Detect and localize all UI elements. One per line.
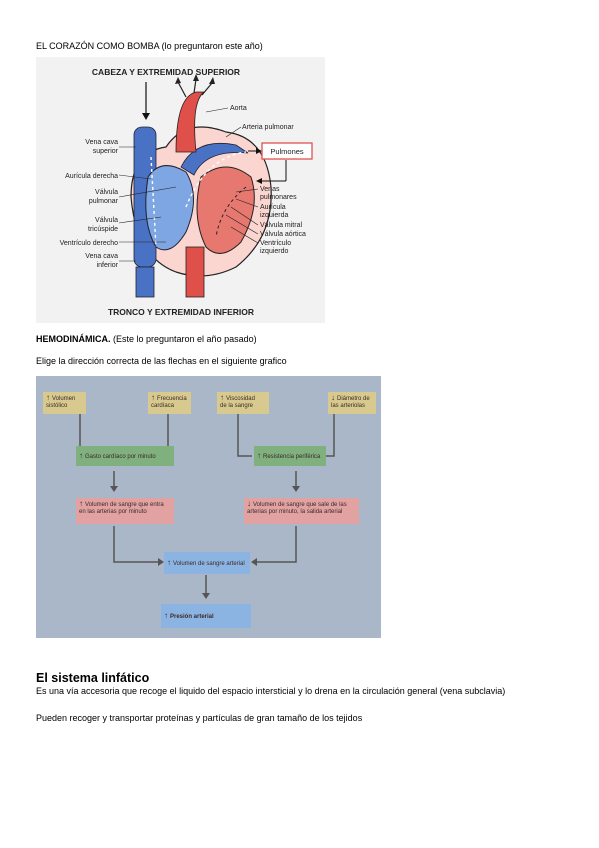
svg-text:Venas: Venas: [260, 186, 280, 193]
svg-text:izquierdo: izquierdo: [260, 248, 289, 255]
label-top: CABEZA Y EXTREMIDAD SUPERIOR: [92, 67, 240, 77]
svg-text:superior: superior: [93, 148, 119, 155]
svg-text:Aurícula: Aurícula: [260, 204, 286, 211]
paragraph-2: Pueden recoger y transportar proteínas y…: [36, 713, 363, 723]
box-resistencia-periferica: Resistencia periférica: [254, 446, 326, 466]
svg-text:inferior: inferior: [97, 262, 119, 269]
instruction-text: Elige la dirección correcta de las flech…: [36, 356, 287, 366]
heart-diagram: CABEZA Y EXTREMIDAD SUPERIOR TRONCO Y EX…: [36, 57, 325, 323]
svg-text:Vena cava: Vena cava: [85, 253, 118, 260]
heading-heart-pump: EL CORAZÓN COMO BOMBA (lo preguntaron es…: [36, 41, 263, 51]
label-pulmones: Pulmones: [270, 147, 304, 156]
svg-text:Ventrículo: Ventrículo: [260, 240, 291, 247]
svg-text:Arteria pulmonar: Arteria pulmonar: [242, 124, 294, 131]
svg-text:Válvula aórtica: Válvula aórtica: [260, 231, 306, 238]
section-title: El sistema linfático: [36, 671, 150, 685]
svg-text:Aurícula derecha: Aurícula derecha: [65, 173, 118, 180]
svg-text:pulmonar: pulmonar: [89, 198, 119, 205]
box-presion-arterial: Presión arterial: [161, 604, 251, 628]
svg-text:izquierda: izquierda: [260, 212, 289, 219]
svg-text:tricúspide: tricúspide: [88, 226, 118, 233]
svg-text:Válvula: Válvula: [95, 189, 118, 196]
svg-text:Válvula: Válvula: [95, 217, 118, 224]
label-bottom: TRONCO Y EXTREMIDAD INFERIOR: [108, 307, 254, 317]
paragraph-1: Es una vía accesoria que recoge el liqui…: [36, 686, 506, 696]
box-gasto-cardiaco: Gasto cardíaco por minuto: [76, 446, 174, 466]
box-volumen-arterial: Volumen de sangre arterial: [164, 552, 250, 574]
box-volumen-sale: Volumen de sangre que sale de lasarteria…: [244, 498, 359, 524]
heading-hemodinamica: HEMODINÁMICA. (Este lo preguntaron el añ…: [36, 334, 257, 344]
svg-text:Aorta: Aorta: [230, 105, 247, 112]
svg-text:Vena cava: Vena cava: [85, 139, 118, 146]
svg-text:Ventrículo derecho: Ventrículo derecho: [60, 240, 118, 247]
svg-text:pulmonares: pulmonares: [260, 194, 297, 201]
svg-text:Válvula mitral: Válvula mitral: [260, 222, 302, 229]
